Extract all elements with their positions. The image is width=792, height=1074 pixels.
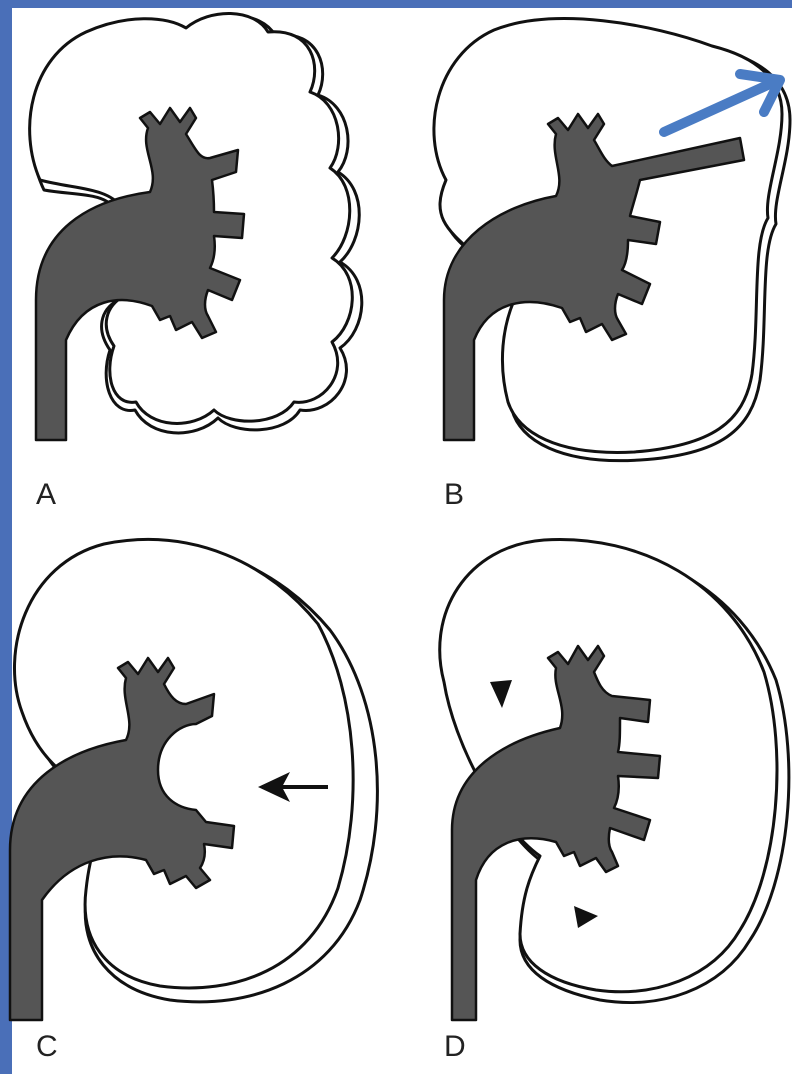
panel-label-c: C — [36, 1030, 58, 1064]
panel-label-b: B — [444, 478, 464, 512]
panel-label-a: A — [36, 478, 56, 512]
panel-label-d: D — [444, 1030, 466, 1064]
